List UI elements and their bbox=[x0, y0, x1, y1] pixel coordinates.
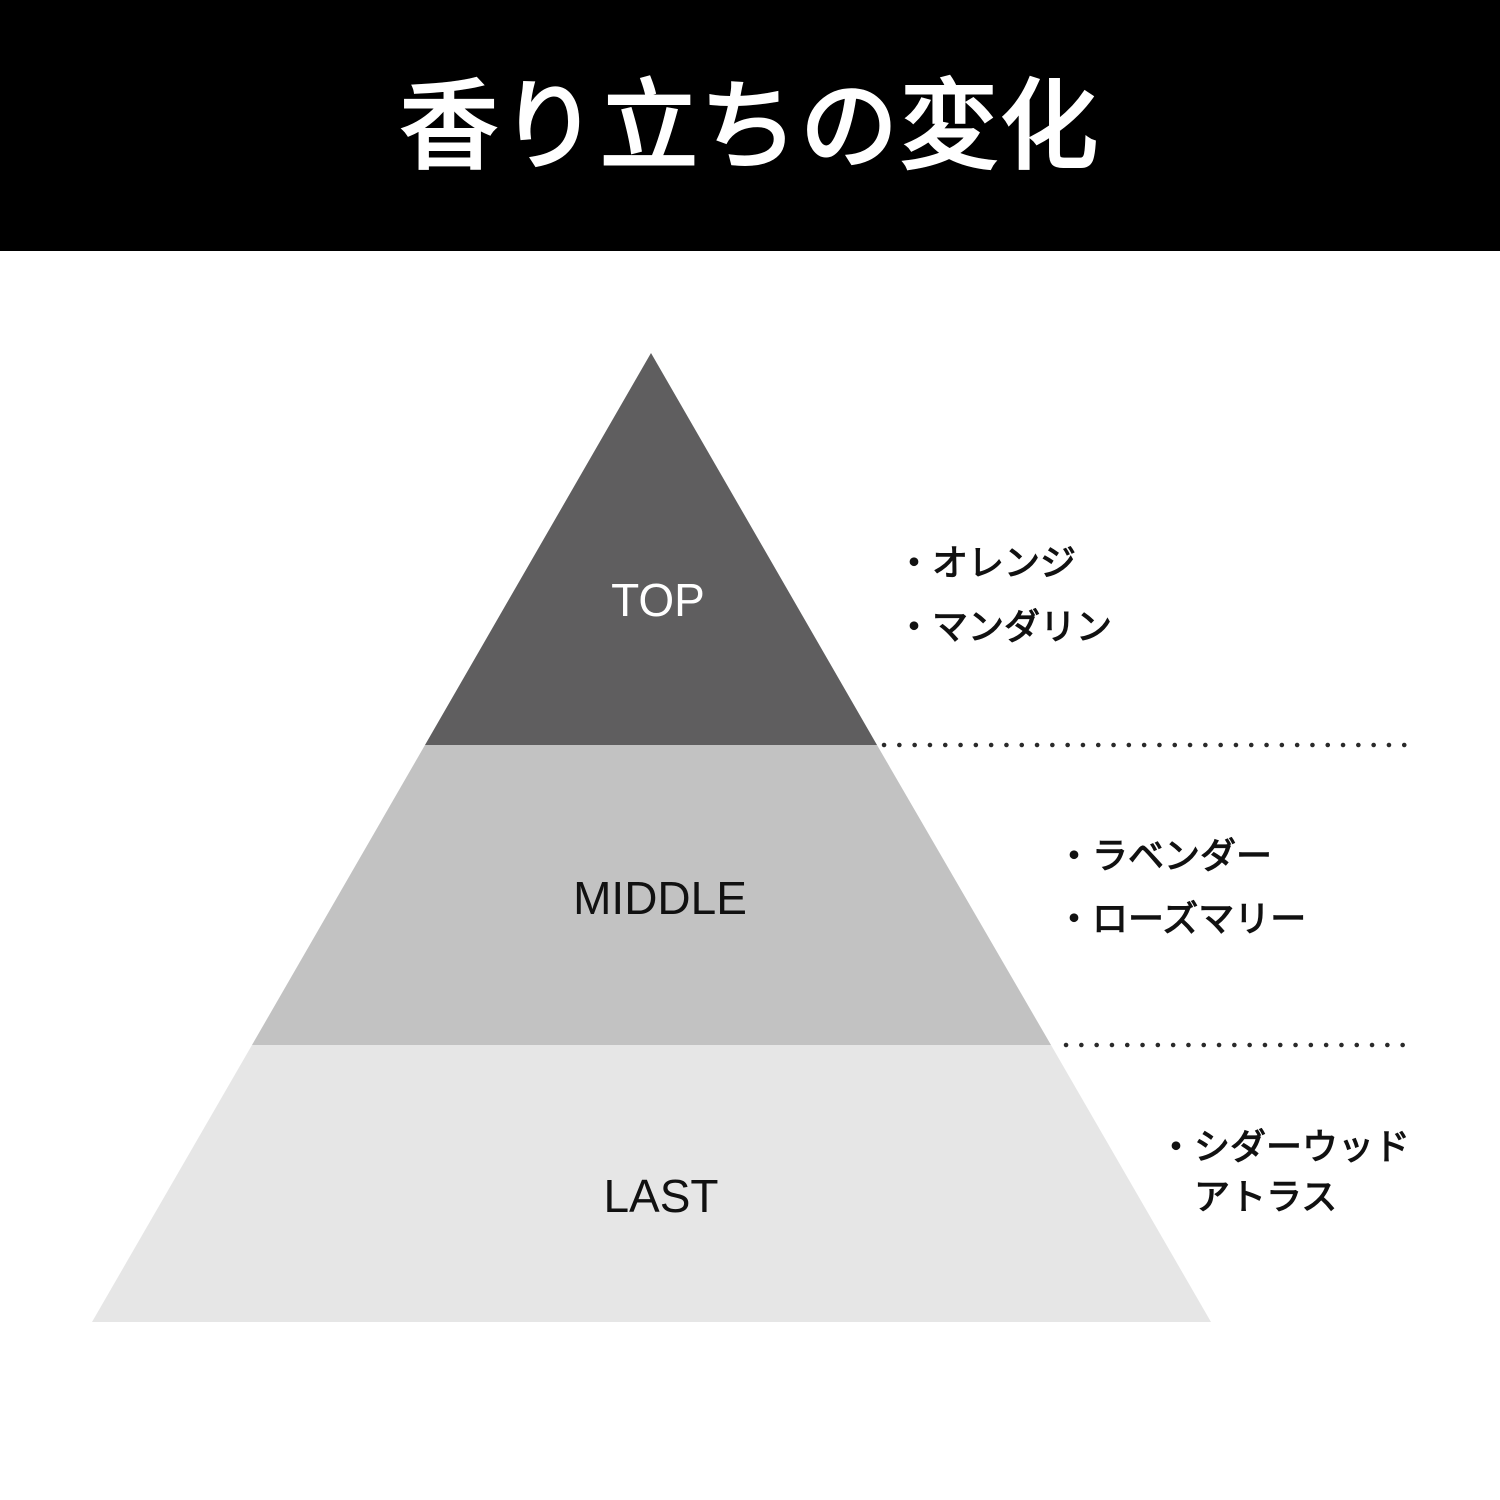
note-middle-2: ・ローズマリー bbox=[1056, 899, 1307, 940]
note-top-2: ・マンダリン bbox=[896, 607, 1113, 648]
pyramid-tier-middle bbox=[252, 745, 1051, 1045]
tier-label-top: TOP bbox=[611, 574, 705, 626]
note-middle-1: ・ラベンダー bbox=[1056, 836, 1273, 877]
tier-label-middle: MIDDLE bbox=[573, 872, 747, 924]
note-last-2: アトラス bbox=[1158, 1177, 1338, 1218]
pyramid-tier-top bbox=[425, 353, 877, 745]
header-banner: 香り立ちの変化 bbox=[0, 0, 1500, 251]
note-last-1: ・シダーウッド bbox=[1158, 1127, 1411, 1168]
note-top-1: ・オレンジ bbox=[896, 543, 1077, 584]
pyramid-tier-last bbox=[92, 1045, 1211, 1322]
page-title: 香り立ちの変化 bbox=[399, 69, 1100, 184]
tier-label-last: LAST bbox=[603, 1170, 718, 1222]
